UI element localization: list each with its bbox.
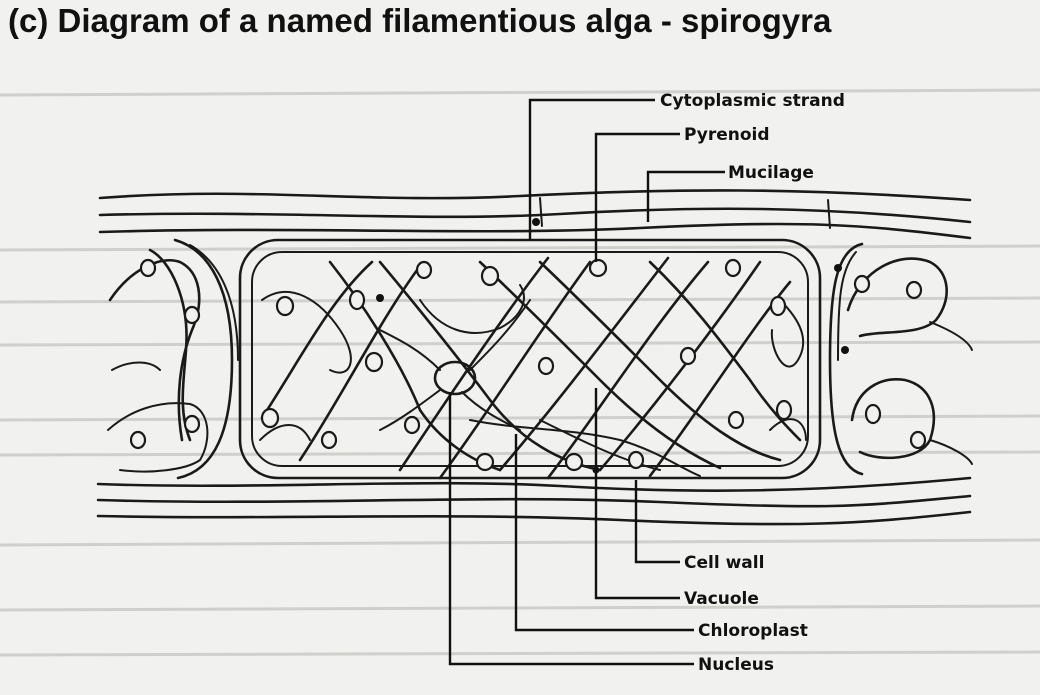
label-chloroplast: Chloroplast (698, 621, 808, 641)
labels: Cytoplasmic strand Pyrenoid Mucilage Cel… (660, 91, 845, 675)
label-mucilage: Mucilage (728, 163, 814, 183)
granules (376, 218, 849, 474)
label-vacuole: Vacuole (684, 589, 759, 609)
cell-walls (173, 238, 864, 480)
right-cell-chloroplasts (846, 257, 973, 465)
diagram-title: (c) Diagram of a named filamentious alga… (8, 2, 832, 39)
chloroplast-bands (259, 256, 807, 480)
mucilage-sheath (96, 189, 972, 526)
nucleus (379, 299, 531, 431)
leader-lines (448, 98, 725, 666)
pyrenoids (129, 258, 927, 472)
label-cell-wall: Cell wall (684, 553, 764, 573)
label-cytoplasmic-strand: Cytoplasmic strand (660, 91, 845, 111)
left-cell-chloroplasts (107, 248, 209, 473)
label-nucleus: Nucleus (698, 655, 774, 675)
background-text-ghost (0, 88, 1040, 657)
label-pyrenoid: Pyrenoid (684, 125, 770, 145)
